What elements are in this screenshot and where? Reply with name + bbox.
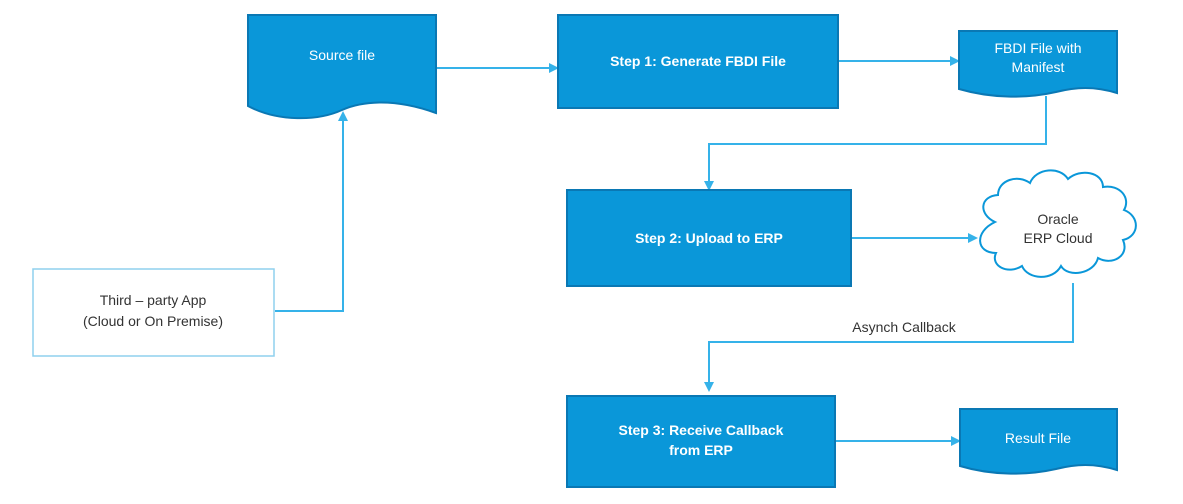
oracle-erp-cloud-label-line2: ERP Cloud bbox=[1023, 230, 1092, 246]
cloud-icon bbox=[979, 169, 1137, 278]
third-party-app-node: Third – party App (Cloud or On Premise) bbox=[32, 268, 275, 357]
third-party-app-label-line2: (Cloud or On Premise) bbox=[83, 313, 223, 329]
result-file-label: Result File bbox=[1005, 430, 1071, 446]
fbdi-file-node: FBDI File with Manifest bbox=[958, 30, 1118, 98]
oracle-erp-cloud-node: Oracle ERP Cloud bbox=[979, 169, 1137, 278]
asynch-callback-label: Asynch Callback bbox=[852, 319, 956, 335]
step3-label-line2: from ERP bbox=[669, 442, 733, 458]
fbdi-file-shape bbox=[958, 30, 1118, 98]
source-file-shape bbox=[247, 14, 437, 120]
fbdi-file-label-line2: Manifest bbox=[1012, 59, 1065, 75]
result-file-node: Result File bbox=[959, 408, 1118, 475]
result-file-shape bbox=[959, 408, 1118, 475]
step2-box bbox=[566, 189, 852, 287]
arrow-thirdparty-to-source bbox=[275, 111, 348, 312]
step3-node: Step 3: Receive Callback from ERP bbox=[566, 395, 836, 488]
step3-label-line1: Step 3: Receive Callback bbox=[619, 422, 784, 438]
fbdi-file-label-line1: FBDI File with bbox=[994, 40, 1081, 56]
step3-box bbox=[566, 395, 836, 488]
arrow-fbdi-to-step2 bbox=[704, 96, 1047, 191]
source-file-node: Source file bbox=[247, 14, 437, 120]
source-file-label: Source file bbox=[309, 47, 375, 63]
third-party-app-label-line1: Third – party App bbox=[100, 292, 207, 308]
oracle-erp-cloud-label-line1: Oracle bbox=[1037, 211, 1078, 227]
arrow-oracle-to-step3 bbox=[704, 283, 1074, 392]
third-party-app-box bbox=[32, 268, 275, 357]
step1-node: Step 1: Generate FBDI File bbox=[557, 14, 839, 109]
step1-box bbox=[557, 14, 839, 109]
step2-label: Step 2: Upload to ERP bbox=[635, 230, 783, 246]
step1-label: Step 1: Generate FBDI File bbox=[610, 53, 786, 69]
step2-node: Step 2: Upload to ERP bbox=[566, 189, 852, 287]
connectors bbox=[275, 56, 1074, 446]
